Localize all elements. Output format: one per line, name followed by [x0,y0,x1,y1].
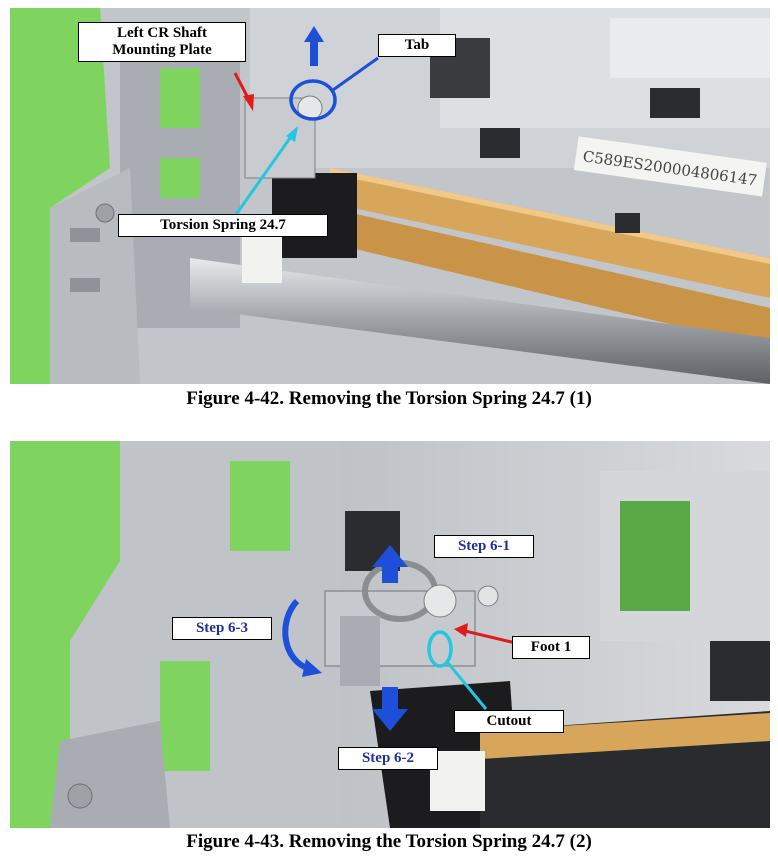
callout-cutout: Cutout [454,710,564,733]
callout-foot-1: Foot 1 [512,636,590,659]
callout-step-6-2: Step 6-2 [338,747,438,770]
figure-4-43-photo: Step 6-1 Step 6-3 Foot 1 Cutout Step 6-2 [10,441,770,828]
callout-step-6-3: Step 6-3 [172,617,272,640]
figure-caption-4-42: Figure 4-42. Removing the Torsion Spring… [186,388,592,409]
callout-left-cr-shaft: Left CR Shaft Mounting Plate [78,22,246,62]
printer-mechanism-image-2 [10,441,770,828]
figure-caption-4-43: Figure 4-43. Removing the Torsion Spring… [186,831,592,852]
figure-4-42-photo: C589ES200004806147 Left CR Shaft Mountin… [10,8,770,384]
callout-tab: Tab [378,34,456,57]
callout-torsion-spring: Torsion Spring 24.7 [118,214,328,237]
callout-left-cr-shaft-line1: Left CR Shaft [117,25,207,41]
callout-step-6-1: Step 6-1 [434,535,534,558]
callout-left-cr-shaft-line2: Mounting Plate [112,42,212,58]
printer-mechanism-image-1: C589ES200004806147 [10,8,770,384]
